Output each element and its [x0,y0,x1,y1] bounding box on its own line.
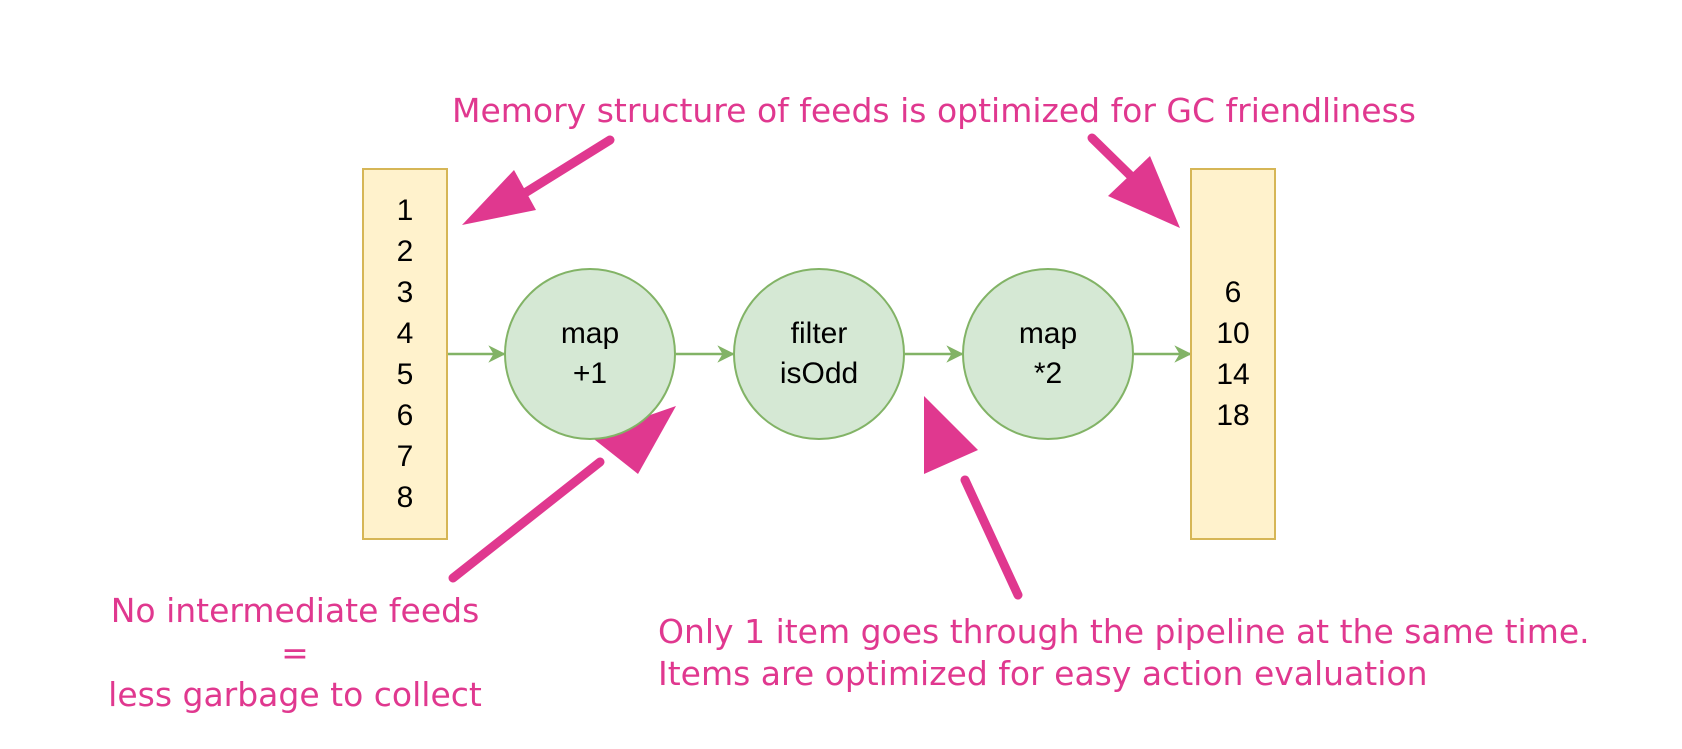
note-line: Only 1 item goes through the pipeline at… [658,612,1590,651]
callout-arrow-map [448,457,605,583]
map-times-two-node: map *2 [962,268,1134,440]
node-operation-name: map [1018,317,1078,350]
input-feed-value: 1 [396,194,414,227]
no-intermediate-feeds-note: No intermediate feeds = less garbage to … [80,590,510,716]
input-feed-value: 5 [396,358,414,391]
input-feed-value: 6 [396,399,414,432]
callout-arrow-input-feed [515,135,615,201]
callout-arrowhead-output-feed [1108,156,1180,228]
input-feed: 1 2 3 4 5 6 7 8 [362,168,448,540]
map-plus-one-node: map +1 [504,268,676,440]
output-feed: 6 10 14 18 [1190,168,1276,540]
input-feed-value: 7 [396,440,414,473]
input-feed-value: 4 [396,317,414,350]
memory-structure-note: Memory structure of feeds is optimized f… [452,91,1416,130]
node-operation-name: map [560,317,620,350]
input-feed-value: 3 [396,276,414,309]
node-operation-arg: +1 [572,357,608,390]
callout-arrowhead-filter [924,396,978,474]
node-operation-arg: isOdd [779,357,859,390]
output-feed-value: 18 [1216,399,1250,432]
note-line: less garbage to collect [108,675,482,714]
input-feed-value: 2 [396,235,414,268]
callout-arrow-filter [960,475,1023,600]
filter-is-odd-node: filter isOdd [733,268,905,440]
node-operation-name: filter [790,317,848,350]
callout-arrowhead-map [590,406,676,474]
output-feed-value: 10 [1216,317,1250,350]
note-line: = [281,633,309,672]
note-line: Items are optimized for easy action eval… [658,654,1428,693]
input-feed-value: 8 [396,481,414,514]
output-feed-value: 14 [1216,358,1250,391]
callout-arrowhead-input-feed [462,170,536,225]
node-operation-arg: *2 [1033,357,1063,390]
single-item-pipeline-note: Only 1 item goes through the pipeline at… [658,611,1590,695]
output-feed-value: 6 [1224,276,1242,309]
note-line: No intermediate feeds [110,591,480,630]
